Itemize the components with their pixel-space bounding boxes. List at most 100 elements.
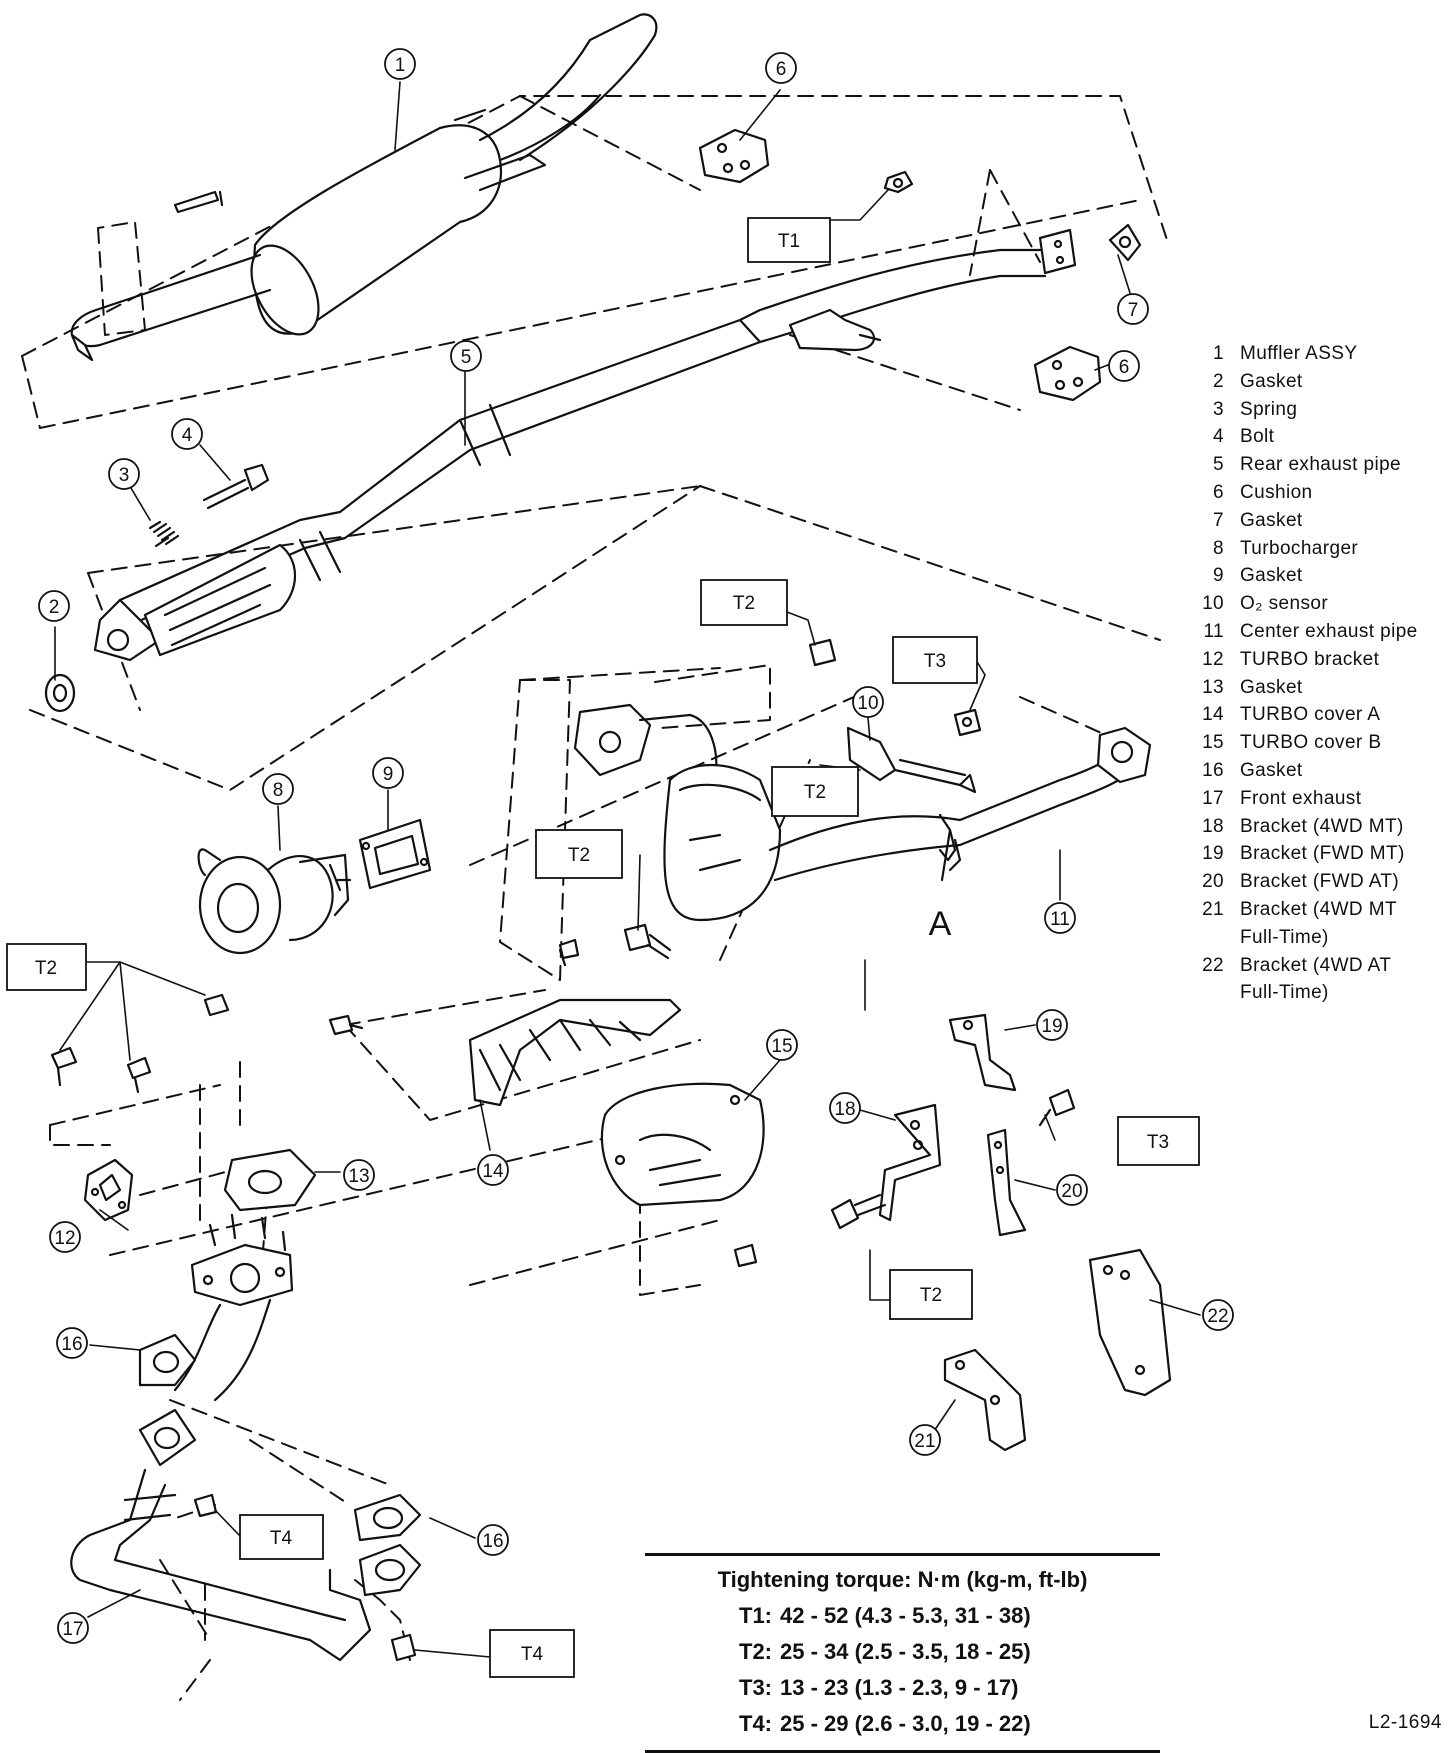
- assembly-dashed-lines: [21, 95, 1169, 1701]
- legend-item-name: TURBO bracket: [1240, 648, 1380, 670]
- torque-table-title: Tightening torque: N·m (kg-m, ft-lb): [717, 1567, 1088, 1592]
- legend-item-number: 5: [1213, 454, 1224, 476]
- torque-tag-t2-center: T2: [771, 766, 859, 817]
- svg-text:T2: T2: [804, 782, 826, 803]
- torque-tag-t2-top: T2: [700, 579, 788, 626]
- torque-value: 25 - 29 (2.6 - 3.0, 19 - 22): [780, 1711, 1031, 1736]
- turbo-cover-b: [600, 1082, 765, 1207]
- nut-t3: [953, 708, 982, 737]
- legend-item-name: Gasket: [1240, 676, 1303, 698]
- svg-text:T4: T4: [270, 1528, 293, 1549]
- legend-item-number: 1: [1213, 343, 1224, 364]
- callout-15: 15: [766, 1029, 798, 1061]
- legend-item-name: Turbocharger: [1240, 537, 1359, 559]
- svg-text:14: 14: [482, 1161, 504, 1182]
- callout-16-lower: 16: [477, 1524, 509, 1556]
- callout-20: 20: [1056, 1174, 1088, 1206]
- legend-item-name: Center exhaust pipe: [1240, 620, 1418, 642]
- legend-item-name: Full-Time): [1240, 926, 1329, 948]
- svg-text:8: 8: [273, 780, 284, 801]
- spring-3: [148, 520, 180, 548]
- callout-4: 4: [171, 418, 203, 450]
- bolt-small-b: [733, 1243, 758, 1268]
- svg-text:4: 4: [182, 425, 193, 446]
- torque-tag-t4-lower: T4: [489, 1629, 575, 1678]
- torque-tag-t3-bracket: T3: [1117, 1116, 1200, 1166]
- callout-18: 18: [829, 1092, 861, 1124]
- leader-lines: [54, 81, 1201, 1658]
- legend-item-name: Front exhaust: [1240, 787, 1362, 809]
- front-exhaust: [70, 1213, 422, 1662]
- svg-text:19: 19: [1041, 1016, 1062, 1037]
- callout-7: 7: [1117, 293, 1149, 325]
- svg-text:9: 9: [383, 764, 394, 785]
- legend-item-number: 12: [1202, 648, 1224, 670]
- svg-text:3: 3: [119, 465, 130, 486]
- svg-text:2: 2: [49, 597, 60, 618]
- torque-value: 42 - 52 (4.3 - 5.3, 31 - 38): [780, 1603, 1031, 1628]
- torque-value: 25 - 34 (2.5 - 3.5, 18 - 25): [780, 1639, 1031, 1664]
- legend-item: 12 TURBO bracket: [1196, 646, 1452, 674]
- callout-22: 22: [1202, 1299, 1234, 1331]
- svg-text:12: 12: [54, 1228, 75, 1249]
- svg-text:17: 17: [62, 1619, 83, 1640]
- svg-text:20: 20: [1061, 1181, 1082, 1202]
- torque-tag-t2-bracket: T2: [889, 1269, 973, 1320]
- legend-item-number: 9: [1213, 565, 1224, 587]
- torque-row: T3:13 - 23 (1.3 - 2.3, 9 - 17): [645, 1670, 1160, 1706]
- svg-text:5: 5: [461, 347, 472, 368]
- callout-3: 3: [108, 458, 140, 490]
- legend-item: 1 Muffler ASSY: [1196, 340, 1452, 368]
- view-marker-a-pointer: [940, 828, 962, 882]
- svg-text:10: 10: [857, 693, 878, 714]
- callout-19: 19: [1036, 1009, 1068, 1041]
- legend-item: Full-Time): [1196, 979, 1452, 1007]
- nut-t4-upper: [193, 1493, 218, 1518]
- callout-14: 14: [477, 1154, 509, 1186]
- legend-item: 2 Gasket: [1196, 368, 1452, 396]
- callout-21: 21: [909, 1424, 941, 1456]
- callout-13: 13: [343, 1159, 375, 1191]
- legend-item-number: 20: [1202, 871, 1224, 893]
- callout-17: 17: [57, 1612, 89, 1644]
- svg-text:15: 15: [771, 1036, 792, 1057]
- center-exhaust-pipe: [573, 703, 1152, 922]
- legend-item-number: 14: [1202, 704, 1224, 726]
- legend-item-name: Muffler ASSY: [1240, 343, 1358, 364]
- legend-item-number: 4: [1213, 426, 1224, 448]
- legend-item-number: 22: [1202, 954, 1224, 976]
- gasket-2: [44, 673, 76, 713]
- svg-text:T2: T2: [35, 958, 57, 979]
- torque-table: Tightening torque: N·m (kg-m, ft-lb) T1:…: [645, 1553, 1160, 1753]
- legend-item-number: 2: [1213, 370, 1224, 392]
- o2-sensor: [846, 726, 977, 794]
- bracket-19: [948, 1013, 1017, 1092]
- legend-item-name: Gasket: [1240, 370, 1303, 392]
- nut-t2-top: [808, 638, 837, 667]
- svg-text:1: 1: [395, 55, 406, 76]
- callout-8: 8: [262, 773, 294, 805]
- legend-item-name: Bracket (4WD MT: [1240, 898, 1397, 920]
- legend-item-number: 21: [1202, 898, 1224, 920]
- bracket-22: [1088, 1248, 1172, 1397]
- callout-1: 1: [384, 48, 416, 80]
- callout-10: 10: [852, 686, 884, 718]
- legend-item-name: Full-Time): [1240, 982, 1329, 1004]
- turbocharger: [197, 848, 352, 955]
- torque-value: 13 - 23 (1.3 - 2.3, 9 - 17): [780, 1675, 1019, 1700]
- torque-code: T4:: [739, 1711, 772, 1736]
- torque-tag-t2-left: T2: [6, 943, 87, 991]
- gasket-13: [223, 1148, 317, 1212]
- legend-item-number: 3: [1213, 398, 1224, 420]
